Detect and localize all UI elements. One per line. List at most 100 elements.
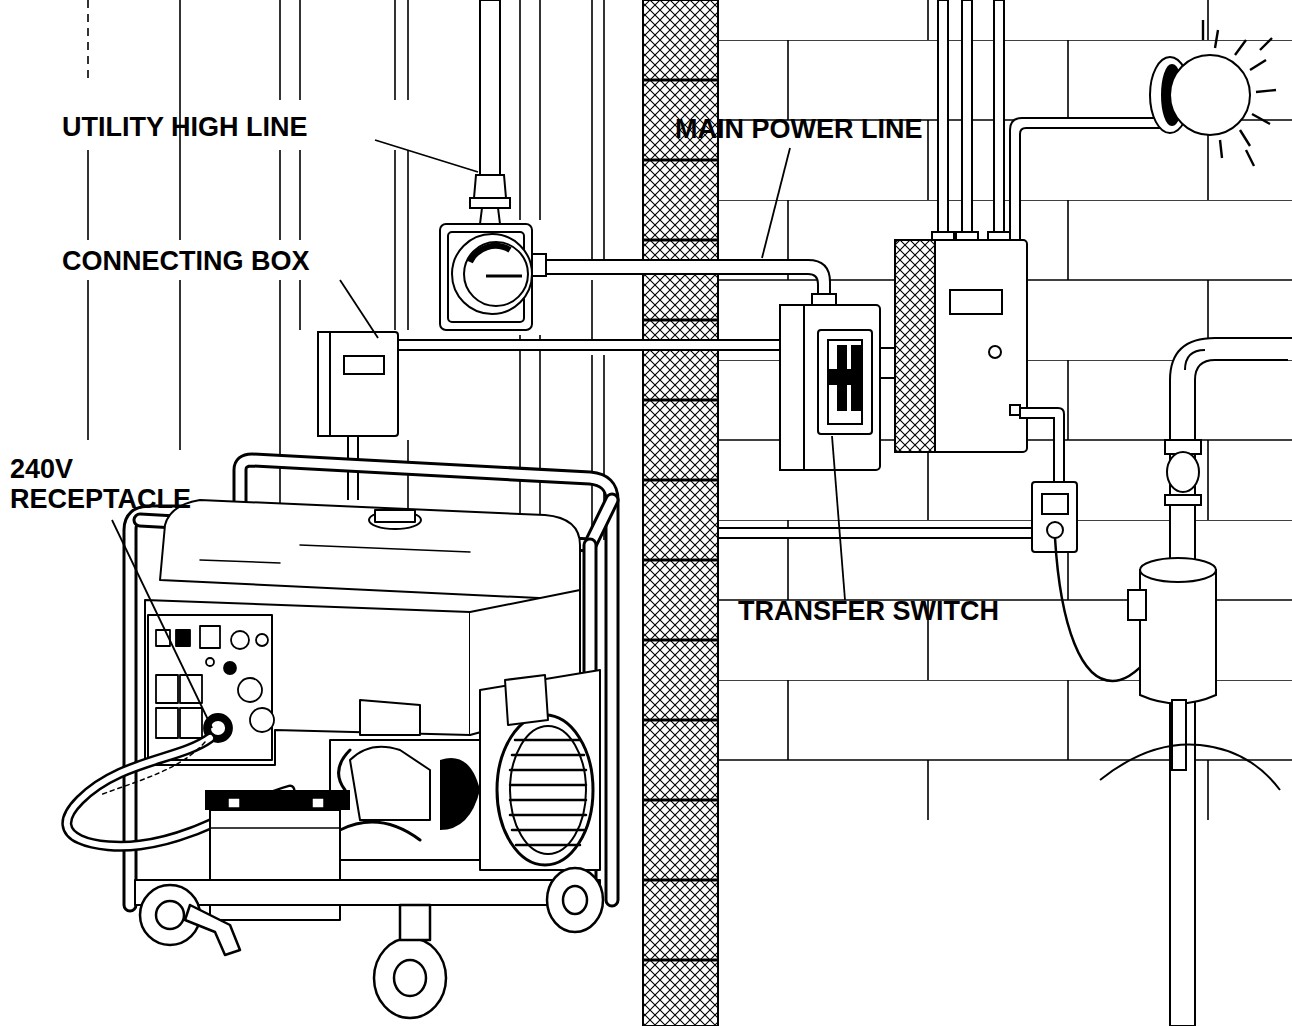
light-fixture xyxy=(1260,38,1272,50)
light-fixture xyxy=(1240,130,1250,146)
portable-generator xyxy=(440,758,480,830)
outlet-and-pump xyxy=(1172,700,1186,770)
portable-generator xyxy=(375,510,415,522)
transfer-switch xyxy=(780,305,804,470)
outlet-and-pump xyxy=(718,338,1292,1026)
transfer-switch xyxy=(852,346,860,370)
portable-generator xyxy=(180,708,202,738)
house-siding xyxy=(279,0,281,100)
portable-generator xyxy=(250,708,274,732)
portable-generator xyxy=(200,560,280,563)
house-siding xyxy=(603,0,605,260)
house-siding xyxy=(279,280,281,520)
callout-label: CONNECTING BOX xyxy=(62,246,382,276)
portable-generator xyxy=(140,868,603,1018)
light-fixture xyxy=(1250,60,1266,70)
portable-generator xyxy=(374,938,446,1018)
house-siding xyxy=(299,0,301,100)
wall-pillar xyxy=(643,239,718,242)
portable-generator xyxy=(156,675,178,703)
portable-generator xyxy=(176,630,190,646)
house-siding xyxy=(394,150,396,330)
wall-pillar xyxy=(643,319,718,322)
house-siding xyxy=(87,0,89,80)
house-siding xyxy=(539,0,541,220)
main-panel xyxy=(1010,118,1160,240)
portable-generator xyxy=(497,715,593,865)
main-panel xyxy=(1010,405,1020,415)
portable-generator xyxy=(330,740,480,860)
main-power-conduit xyxy=(532,254,546,276)
main-panel xyxy=(1020,408,1064,482)
main-panel xyxy=(950,290,1002,314)
portable-generator xyxy=(480,670,600,870)
main-panel xyxy=(962,0,972,240)
portable-generator xyxy=(210,827,340,829)
utility-meter xyxy=(486,275,522,278)
portable-generator xyxy=(231,631,249,649)
callout-label: MAIN POWER LINE xyxy=(675,114,995,144)
connecting-box xyxy=(344,356,384,374)
callout-label: UTILITY HIGH LINE xyxy=(62,112,402,142)
wall-pillar xyxy=(643,0,718,1026)
outlet-and-pump xyxy=(1042,494,1068,514)
wall-pillar xyxy=(643,479,718,482)
portable-generator xyxy=(510,784,586,787)
portable-generator xyxy=(563,886,587,914)
light-fixture xyxy=(1235,40,1246,55)
portable-generator xyxy=(200,626,220,648)
portable-generator xyxy=(510,769,586,772)
connecting-box xyxy=(318,332,330,436)
portable-generator xyxy=(400,905,430,940)
utility-meter xyxy=(452,234,532,314)
outlet-and-pump xyxy=(1167,452,1199,492)
transfer-switch xyxy=(780,305,898,470)
portable-generator xyxy=(135,880,600,905)
leader-line xyxy=(340,280,378,338)
utility-meter xyxy=(440,224,532,330)
house-siding xyxy=(591,0,593,260)
wall-pillar xyxy=(643,799,718,802)
portable-generator xyxy=(130,460,612,905)
portable-generator xyxy=(369,511,421,529)
main-panel xyxy=(895,240,1027,452)
leader-line xyxy=(762,148,790,258)
house-siding xyxy=(179,280,181,450)
house-siding xyxy=(87,150,89,240)
wall-pillar xyxy=(643,639,718,642)
portable-generator xyxy=(300,545,470,552)
portable-generator xyxy=(156,626,274,742)
portable-generator xyxy=(350,747,430,820)
outlet-and-pump xyxy=(1140,570,1216,704)
portable-generator xyxy=(185,905,240,955)
portable-generator xyxy=(205,790,350,810)
wall-pillar xyxy=(643,719,718,722)
wall-pillar xyxy=(643,79,718,82)
house-siding xyxy=(407,0,409,100)
utility-meter xyxy=(474,175,506,198)
outlet-and-pump xyxy=(1055,538,1150,681)
portable-generator xyxy=(547,868,603,932)
portable-generator xyxy=(510,799,586,802)
portable-generator xyxy=(100,742,205,795)
house-siding xyxy=(299,280,301,330)
portable-generator xyxy=(510,740,586,845)
callout-label: 240V RECEPTACLE xyxy=(10,454,210,514)
house-siding xyxy=(591,280,593,340)
leader-line xyxy=(112,520,212,728)
light-fixture xyxy=(1252,114,1270,124)
connecting-box xyxy=(318,332,398,436)
portable-generator xyxy=(510,726,586,854)
main-panel xyxy=(895,240,935,452)
portable-generator xyxy=(130,460,612,905)
wall-pillar xyxy=(643,0,718,1026)
utility-meter xyxy=(464,242,528,306)
portable-generator xyxy=(67,460,612,1018)
light-fixture xyxy=(1170,55,1250,135)
outlet-and-pump xyxy=(718,528,1032,538)
wall-pillar xyxy=(643,399,718,402)
connecting-box xyxy=(398,340,782,350)
portable-generator xyxy=(505,675,548,725)
